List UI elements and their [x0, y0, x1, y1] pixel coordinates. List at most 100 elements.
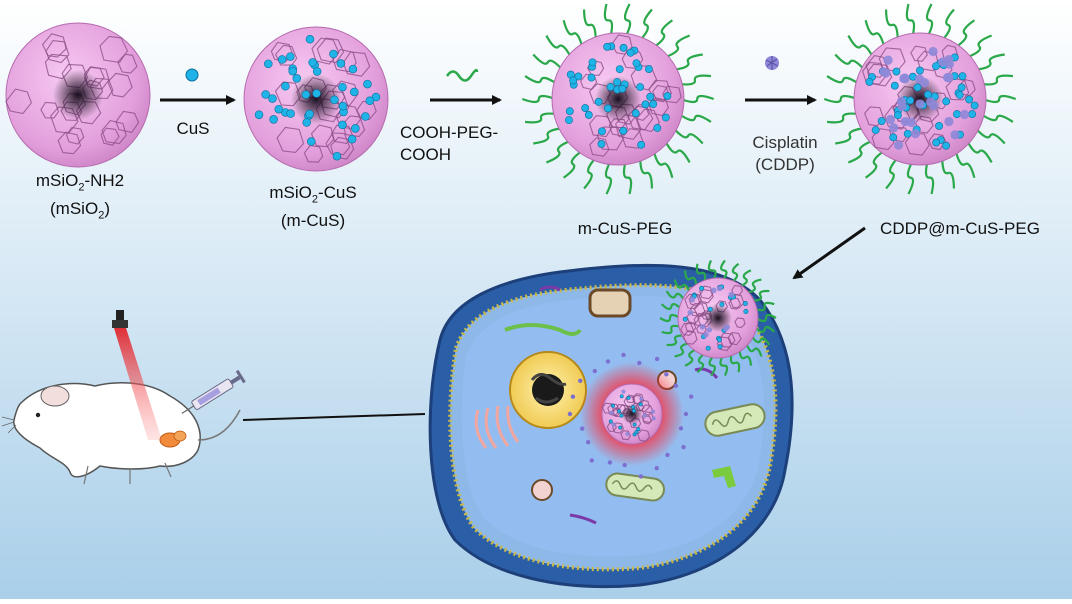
released-drug	[585, 439, 591, 445]
peg-chain	[583, 156, 597, 190]
cus-dot	[618, 84, 627, 93]
peg-chain	[524, 112, 558, 124]
cus-dot	[615, 65, 624, 74]
peg-chain	[975, 53, 1005, 71]
released-drug	[678, 426, 684, 431]
peg-chain	[659, 313, 681, 323]
pore-facet	[904, 132, 930, 156]
pore-facet	[662, 85, 682, 104]
peg-chain	[562, 149, 584, 179]
cddp-molecule	[919, 78, 930, 88]
peg-chain	[673, 53, 703, 71]
pore-facet	[689, 302, 706, 318]
label-m-cus-peg: m-CuS-PEG	[577, 219, 673, 238]
pore-facet	[325, 132, 351, 156]
peg-chain	[966, 34, 993, 59]
peg-chain	[545, 35, 573, 58]
cus-dot	[332, 151, 342, 161]
cus-dot	[632, 408, 636, 413]
cddp-molecule	[942, 72, 953, 83]
cus-dot	[350, 87, 359, 97]
peg-chain	[925, 3, 934, 38]
cddp-molecule	[639, 396, 644, 401]
nanoparticle-in-cell	[567, 352, 694, 479]
cus-dot	[351, 124, 360, 133]
pore-facet	[117, 53, 138, 74]
cus-dot	[288, 66, 297, 76]
peg-chain	[683, 270, 698, 287]
cus-dot	[606, 83, 615, 91]
cus-dot	[569, 76, 578, 85]
label-msio2-cus: mSiO2-CuS (m-CuS)	[269, 183, 357, 231]
peg-chain	[730, 262, 740, 284]
cus-dot	[631, 109, 640, 118]
cus-dot	[261, 90, 270, 99]
nanoparticle-m-cus-peg	[521, 3, 715, 195]
cus-dot	[574, 72, 583, 81]
pore-facet	[311, 37, 340, 65]
cus-dot	[631, 405, 636, 410]
cus-dot	[308, 58, 317, 67]
cus-dot	[877, 117, 886, 125]
pore-facet	[684, 293, 701, 310]
cddp-molecule	[651, 416, 656, 421]
pore-facet	[928, 133, 947, 151]
cus-dot	[565, 116, 573, 125]
peg-chain	[652, 19, 674, 49]
peg-chain	[532, 53, 564, 71]
cus-dot	[598, 127, 606, 136]
cus-dot	[286, 109, 295, 118]
cddp-molecule	[883, 55, 893, 65]
peg-chain	[885, 156, 899, 190]
peg-chain	[847, 35, 875, 58]
peg-chain	[905, 3, 916, 38]
peg-chain	[695, 263, 707, 283]
syringe-icon	[181, 369, 246, 414]
peg-chain	[603, 3, 614, 38]
peg-chain	[562, 19, 584, 48]
cus-dot	[661, 113, 670, 122]
pore-facet	[688, 293, 702, 307]
peg-chain	[739, 269, 752, 288]
released-drug	[664, 372, 669, 377]
peg-chain	[604, 160, 613, 195]
pore-facet	[620, 430, 632, 441]
released-drug	[683, 411, 689, 417]
cddp-molecule	[703, 331, 709, 338]
cus-dot	[634, 430, 639, 435]
cddp-molecule	[706, 327, 713, 333]
cus-dot	[970, 101, 979, 110]
cus-dot	[719, 301, 725, 307]
cus-dot	[742, 301, 748, 307]
pore-facet	[680, 322, 695, 336]
cddp-molecule	[896, 96, 907, 107]
peg-chain	[707, 259, 717, 281]
pore-facet	[101, 119, 127, 145]
cus-dot	[636, 427, 641, 432]
peg-chain	[524, 75, 558, 85]
released-drug	[567, 411, 573, 417]
pore-facet	[861, 61, 887, 85]
released-drug	[638, 474, 644, 479]
peg-chain	[954, 19, 976, 49]
cus-dot	[617, 409, 622, 414]
particle-core	[52, 69, 104, 121]
released-drug	[654, 356, 660, 362]
cus-dot	[865, 77, 874, 86]
released-drug	[607, 460, 613, 465]
cus-dot	[588, 58, 597, 67]
pore-facet	[57, 131, 82, 155]
cus-dot	[338, 120, 347, 130]
peg-chain	[941, 157, 956, 189]
peg-chain	[826, 112, 860, 124]
cus-dot	[638, 402, 643, 407]
cus-dot	[743, 309, 749, 315]
pore-facet	[734, 317, 746, 329]
reagent-cddp: Cisplatin(CDDP)	[752, 133, 818, 174]
cus-dot	[330, 95, 339, 105]
pore-facet	[100, 127, 120, 146]
peg-chain	[980, 113, 1014, 123]
pore-facet	[728, 297, 742, 310]
cus-dot	[965, 95, 974, 104]
